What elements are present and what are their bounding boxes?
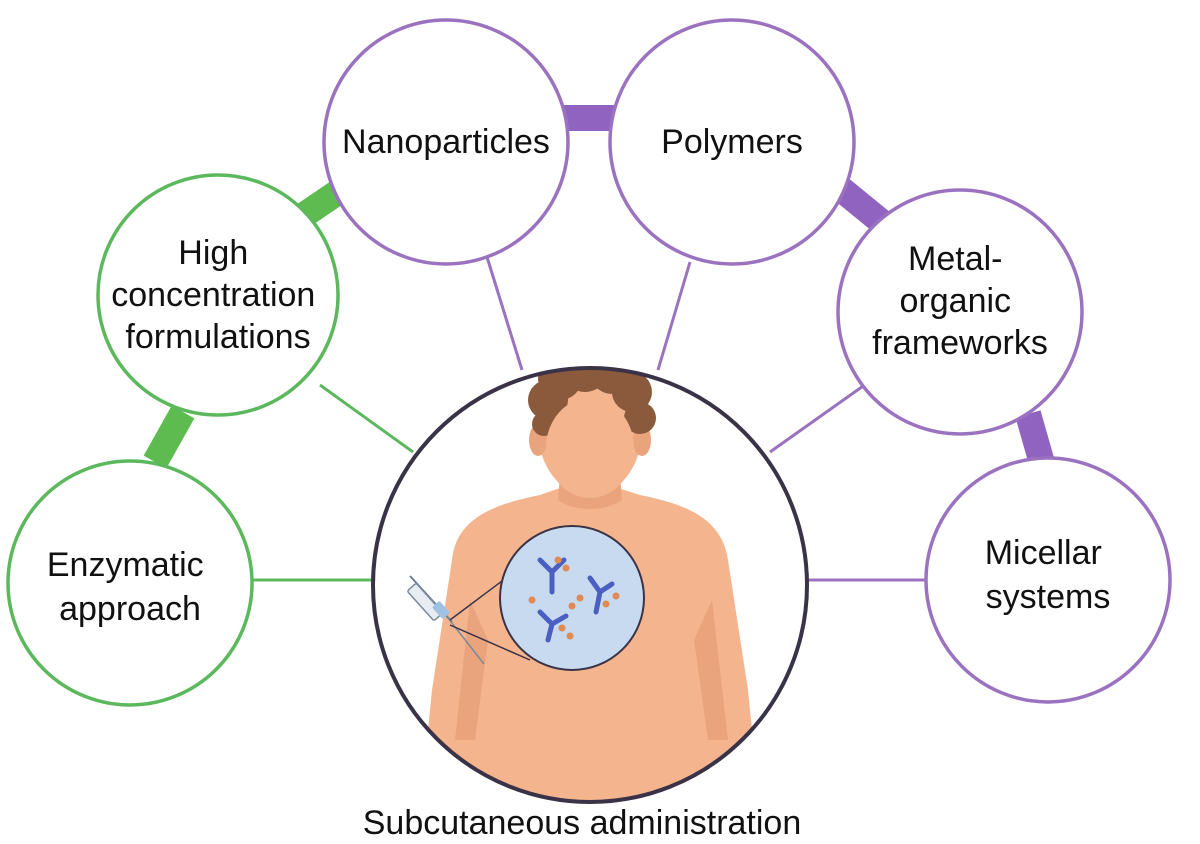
- label-line: concentration: [111, 276, 315, 314]
- spoke-polymers: [656, 261, 692, 371]
- node-label-micellar: Micellar systems: [985, 534, 1112, 616]
- person-face: [546, 398, 634, 498]
- node-circle-mof: [836, 188, 1084, 436]
- node-nanoparticles: Nanoparticles: [322, 18, 570, 266]
- label-line: systems: [986, 578, 1111, 616]
- node-circle-high-concentration: [96, 173, 340, 417]
- node-micellar-systems: Micellar systems: [924, 456, 1172, 704]
- center-circle-ring: [371, 366, 809, 804]
- label-line: organic: [900, 282, 1012, 320]
- antibody-icon: [537, 557, 567, 595]
- label-line: Metal-: [908, 240, 1002, 278]
- node-enzymatic-approach: Enzymatic approach: [6, 459, 254, 707]
- antibody-zoom-bubble: [499, 525, 645, 671]
- label-line: High: [178, 234, 248, 272]
- node-label-polymers: Polymers: [661, 123, 803, 161]
- center-caption: Subcutaneous administration: [363, 804, 802, 842]
- node-circle-micellar: [924, 456, 1172, 704]
- label-line: approach: [59, 590, 201, 628]
- node-label-high-concentration: High concentration formulations: [111, 234, 325, 356]
- syringe-icon: [407, 575, 485, 665]
- node-label-mof: Metal- organic frameworks: [872, 240, 1048, 362]
- center-node: [371, 366, 809, 804]
- person-left-arm-shadow: [455, 600, 488, 740]
- spoke-nanoparticles: [485, 256, 524, 371]
- antibody-icon: [587, 575, 615, 615]
- node-circle-enzymatic: [6, 459, 254, 707]
- spoke-high-concentration: [319, 383, 414, 454]
- person-right-arm-shadow: [694, 600, 728, 740]
- label-line: Nanoparticles: [342, 123, 550, 161]
- node-circle-nanoparticles: [322, 18, 570, 266]
- zoom-line-lower: [449, 624, 531, 661]
- antigen-dots: [528, 556, 620, 640]
- label-line: Polymers: [661, 123, 803, 161]
- antibody-icon: [537, 609, 569, 643]
- node-metal-organic-frameworks: Metal- organic frameworks: [836, 188, 1084, 436]
- node-circle-polymers: [608, 18, 856, 266]
- spoke-mof: [769, 382, 867, 454]
- node-label-enzymatic: Enzymatic approach: [47, 546, 213, 628]
- node-label-nanoparticles: Nanoparticles: [342, 123, 550, 161]
- bar-enzymatic-high: [143, 405, 195, 469]
- node-polymers: Polymers: [608, 18, 856, 266]
- node-high-concentration-formulations: High concentration formulations: [96, 173, 340, 417]
- person-hair: [528, 368, 656, 436]
- label-line: frameworks: [872, 324, 1048, 362]
- spokes: [250, 256, 928, 582]
- label-line: Enzymatic: [47, 546, 204, 584]
- label-line: Micellar: [985, 534, 1102, 572]
- label-line: formulations: [125, 318, 310, 356]
- outer-nodes: Enzymatic approach High concentration fo…: [6, 18, 1172, 707]
